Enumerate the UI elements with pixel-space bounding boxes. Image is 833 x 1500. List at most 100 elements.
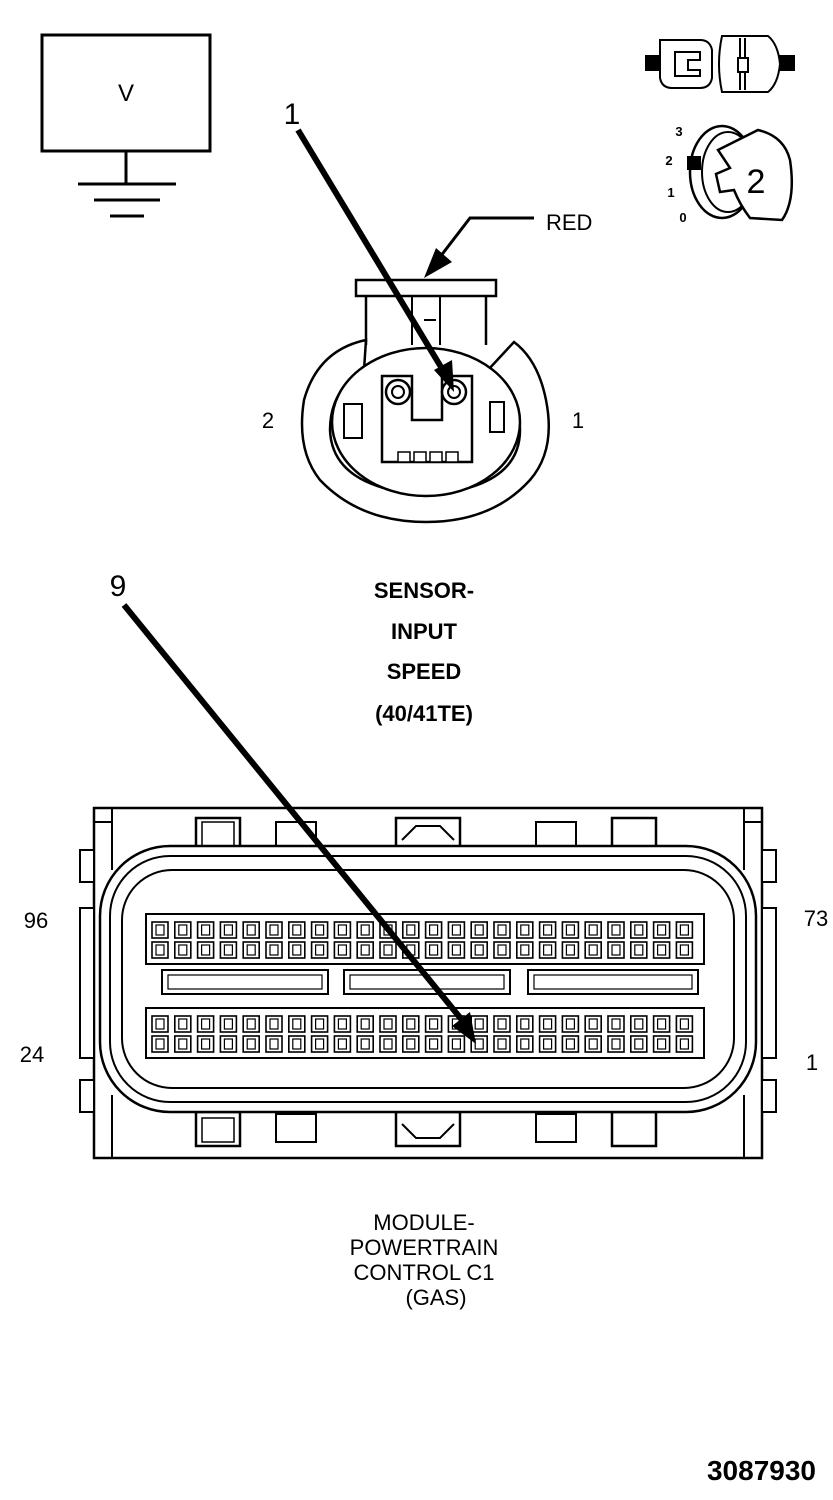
terminal-cavity-inner xyxy=(269,944,279,956)
terminal-cavity-inner xyxy=(656,1018,667,1030)
terminal-cavity-inner xyxy=(679,924,690,936)
terminal-cavity-inner xyxy=(223,1038,233,1050)
pcm-title-line-1: MODULE- xyxy=(373,1210,474,1235)
terminal-cavity-inner xyxy=(315,1038,325,1050)
terminal-cavity-inner xyxy=(565,1018,576,1030)
ignition-position-0: 0 xyxy=(679,210,686,225)
terminal-cavity-inner xyxy=(451,944,461,956)
voltmeter-icon: V xyxy=(40,33,212,218)
pcm-title: MODULE- POWERTRAIN CONTROL C1 (GAS) xyxy=(350,1210,499,1310)
terminal-cavity-inner xyxy=(429,1038,439,1050)
terminal-cavity-inner xyxy=(497,944,507,956)
ignition-switch-icon: 3 2 1 0 2 xyxy=(665,124,793,225)
terminal-cavity-inner xyxy=(520,924,530,936)
callout-9-label: 9 xyxy=(110,570,127,603)
terminal-cavity-inner xyxy=(429,944,439,956)
terminal-cavity-inner xyxy=(611,944,621,956)
pcm-pin-1-label: 1 xyxy=(806,1050,818,1075)
terminal-cavity-inner xyxy=(451,1038,461,1050)
figure-id: 3087930 xyxy=(707,1455,816,1486)
terminal-cavity-inner xyxy=(383,1018,393,1030)
terminal-cavity-inner xyxy=(406,1018,416,1030)
terminal-cavity-inner xyxy=(337,944,347,956)
terminal-cavity-inner xyxy=(542,1018,553,1030)
wire-color-label: RED xyxy=(546,210,592,235)
terminal-cavity-inner xyxy=(429,924,439,936)
terminal-cavity-inner xyxy=(429,1018,439,1030)
terminal-cavity-inner xyxy=(223,944,233,956)
terminal-cavity-inner xyxy=(542,1038,553,1050)
callout-1-label: 1 xyxy=(284,98,301,131)
terminal-cavity-inner xyxy=(223,1018,233,1030)
terminal-cavity-inner xyxy=(565,944,576,956)
terminal-cavity-inner xyxy=(634,1018,644,1030)
disconnect-connector-icon xyxy=(645,35,795,93)
terminal-cavity-inner xyxy=(360,1018,370,1030)
terminal-cavity-inner xyxy=(269,1038,279,1050)
terminal-cavity-inner xyxy=(292,1018,302,1030)
terminal-cavity-inner xyxy=(611,1038,621,1050)
callout-1-arrow: 1 xyxy=(284,98,454,392)
terminal-cavity-inner xyxy=(474,944,484,956)
terminal-cavity-inner xyxy=(178,944,188,956)
pcm-title-line-4: (GAS) xyxy=(405,1285,466,1310)
terminal-cavity-inner xyxy=(588,924,598,936)
terminal-cavity-inner xyxy=(634,944,644,956)
ignition-position-2: 2 xyxy=(665,153,672,168)
sensor-title-line-3: SPEED xyxy=(387,659,462,684)
terminal-cavity-inner xyxy=(292,924,302,936)
terminal-cavity-inner xyxy=(611,924,621,936)
terminal-cavity-inner xyxy=(155,1018,165,1030)
terminal-cavity-inner xyxy=(497,1038,507,1050)
terminal-cavity-inner xyxy=(337,924,347,936)
terminal-cavity-inner xyxy=(383,944,393,956)
pcm-pin-73-label: 73 xyxy=(804,906,828,931)
terminal-cavity-inner xyxy=(520,1038,530,1050)
terminal-cavity-inner xyxy=(679,1038,690,1050)
pcm-title-line-2: POWERTRAIN xyxy=(350,1235,499,1260)
terminal-cavity-inner xyxy=(178,1038,188,1050)
terminal-cavity-inner xyxy=(315,1018,325,1030)
terminal-cavity-inner xyxy=(656,924,667,936)
pcm-title-line-3: CONTROL C1 xyxy=(354,1260,495,1285)
terminal-cavity-inner xyxy=(223,924,233,936)
terminal-cavity-inner xyxy=(588,1018,598,1030)
terminal-cavity-inner xyxy=(269,924,279,936)
sensor-title: SENSOR- INPUT SPEED (40/41TE) xyxy=(374,578,474,726)
terminal-cavity-inner xyxy=(292,944,302,956)
terminal-cavity-inner xyxy=(201,1038,211,1050)
terminal-cavity-inner xyxy=(588,1038,598,1050)
terminal-cavity-inner xyxy=(155,924,165,936)
terminal-cavity-inner xyxy=(542,944,553,956)
pcm-pin-24-label: 24 xyxy=(20,1042,44,1067)
terminal-cavity-inner xyxy=(383,1038,393,1050)
sensor-title-line-4: (40/41TE) xyxy=(375,701,473,726)
terminal-cavity-inner xyxy=(588,944,598,956)
terminal-cavity-inner xyxy=(565,1038,576,1050)
terminal-cavity-inner xyxy=(679,1018,690,1030)
terminal-cavity-inner xyxy=(155,944,165,956)
terminal-cavity-inner xyxy=(178,924,188,936)
terminal-cavity-inner xyxy=(246,1018,256,1030)
terminal-cavity-inner xyxy=(315,944,325,956)
terminal-cavity-inner xyxy=(406,924,416,936)
terminal-cavity-inner xyxy=(474,1018,484,1030)
pcm-terminal-cavities xyxy=(151,921,694,1053)
terminal-cavity-inner xyxy=(201,944,211,956)
terminal-cavity-inner xyxy=(542,924,553,936)
terminal-cavity-inner xyxy=(246,1038,256,1050)
terminal-cavity-inner xyxy=(337,1018,347,1030)
terminal-cavity-inner xyxy=(337,1038,347,1050)
terminal-cavity-inner xyxy=(269,1018,279,1030)
terminal-cavity-inner xyxy=(474,1038,484,1050)
terminal-cavity-inner xyxy=(201,924,211,936)
sensor-title-line-1: SENSOR- xyxy=(374,578,474,603)
key-position-label: 2 xyxy=(747,163,766,201)
terminal-cavity-inner xyxy=(634,1038,644,1050)
terminal-cavity-inner xyxy=(451,924,461,936)
ignition-position-1: 1 xyxy=(667,185,674,200)
pcm-pin-96-label: 96 xyxy=(24,908,48,933)
terminal-cavity-inner xyxy=(360,944,370,956)
terminal-cavity-inner xyxy=(520,1018,530,1030)
